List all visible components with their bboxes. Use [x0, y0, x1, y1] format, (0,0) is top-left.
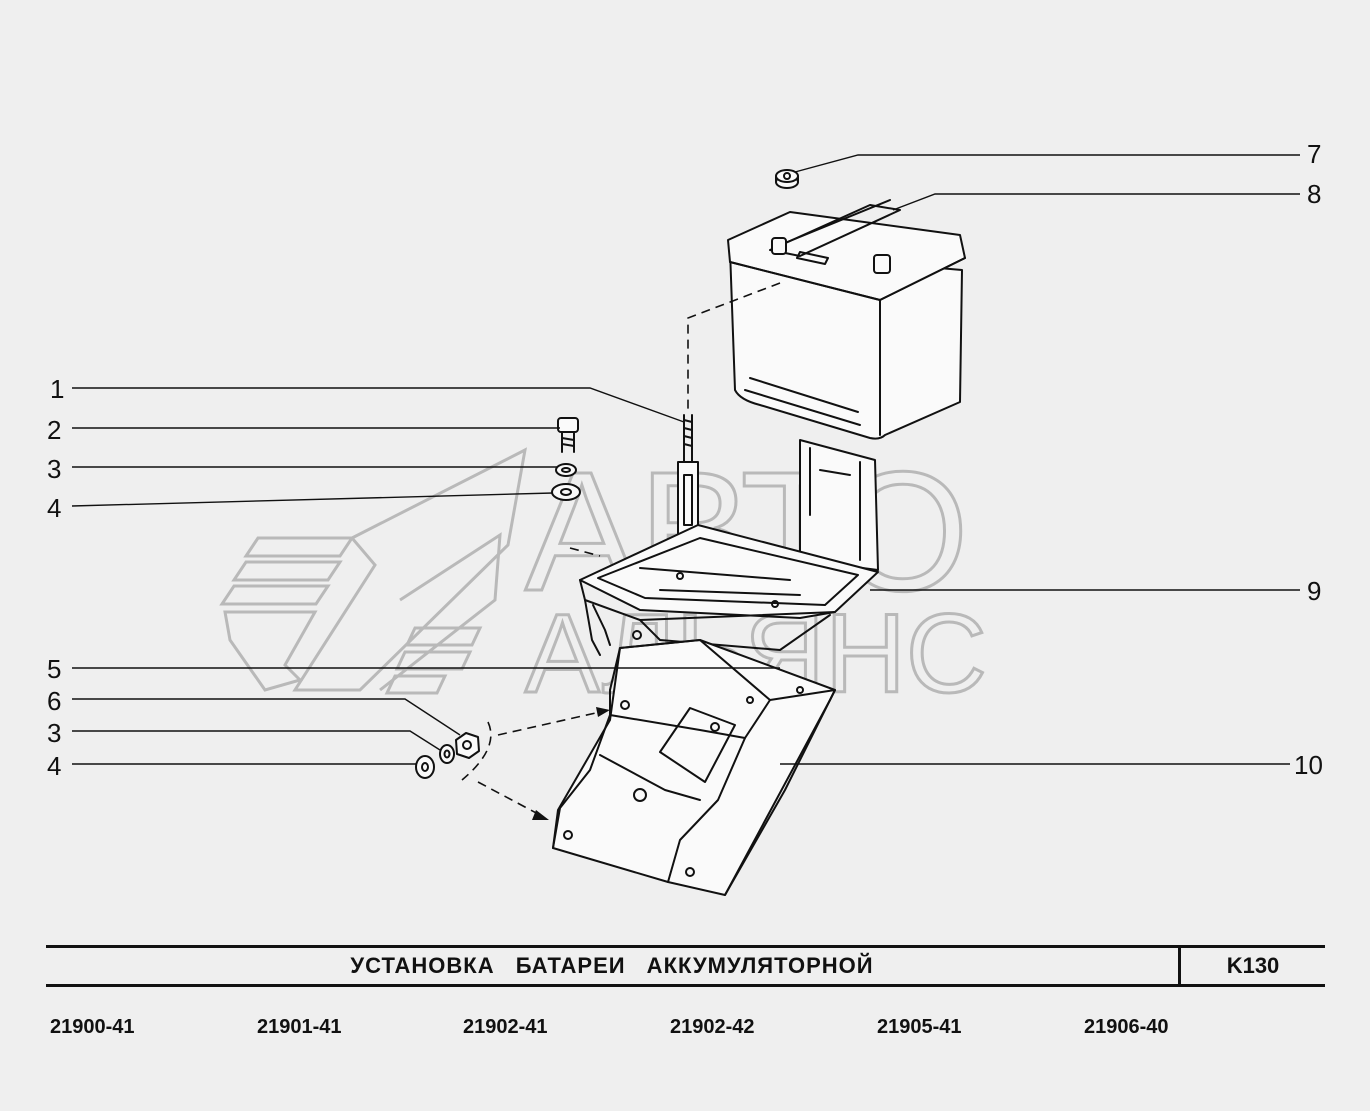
callout-3-upper: 3 — [47, 454, 61, 484]
bracket-part-10 — [552, 639, 836, 896]
bolt-part-2 — [557, 417, 579, 453]
diagram-title: УСТАНОВКА БАТАРЕИ АККУМУЛЯТОРНОЙ — [350, 953, 874, 978]
model-list: 21900-41 21901-41 21902-41 21902-42 2190… — [50, 1016, 1300, 1042]
battery-tray-part-9 — [579, 439, 879, 656]
model-code: 21900-41 — [50, 1016, 135, 1038]
washer-part-4-upper — [551, 483, 581, 501]
model-code: 21901-41 — [257, 1016, 342, 1038]
callout-7: 7 — [1307, 139, 1321, 169]
watermark-emblem-icon — [219, 447, 528, 695]
washer-part-4-lower — [415, 755, 435, 779]
title-bar: УСТАНОВКА БАТАРЕИ АККУМУЛЯТОРНОЙ K130 — [46, 945, 1325, 987]
callout-9: 9 — [1307, 576, 1321, 606]
callout-10: 10 — [1294, 750, 1323, 780]
model-code: 21902-42 — [670, 1016, 755, 1038]
washer-part-3-upper — [555, 463, 577, 477]
nut-part-7 — [775, 169, 799, 189]
callout-4-lower: 4 — [47, 751, 61, 781]
model-code: 21906-40 — [1084, 1016, 1169, 1038]
model-code: 21902-41 — [463, 1016, 548, 1038]
callout-numbers: 1 2 3 4 5 6 3 4 7 8 9 10 — [47, 139, 1323, 781]
nut-part-6 — [455, 732, 480, 759]
washer-part-3-lower — [439, 744, 455, 764]
callout-4-upper: 4 — [47, 493, 61, 523]
callout-8: 8 — [1307, 179, 1321, 209]
diagram-code: K130 — [1178, 948, 1325, 984]
callout-5: 5 — [47, 654, 61, 684]
assembly-arrows — [461, 547, 610, 820]
callout-2: 2 — [47, 415, 61, 445]
model-code: 21905-41 — [877, 1016, 962, 1038]
callout-1: 1 — [50, 374, 64, 404]
clamp-link-line — [687, 282, 781, 410]
battery-icon — [727, 199, 966, 440]
leader-lines — [71, 154, 1300, 765]
callout-6: 6 — [47, 686, 61, 716]
callout-3-lower: 3 — [47, 718, 61, 748]
